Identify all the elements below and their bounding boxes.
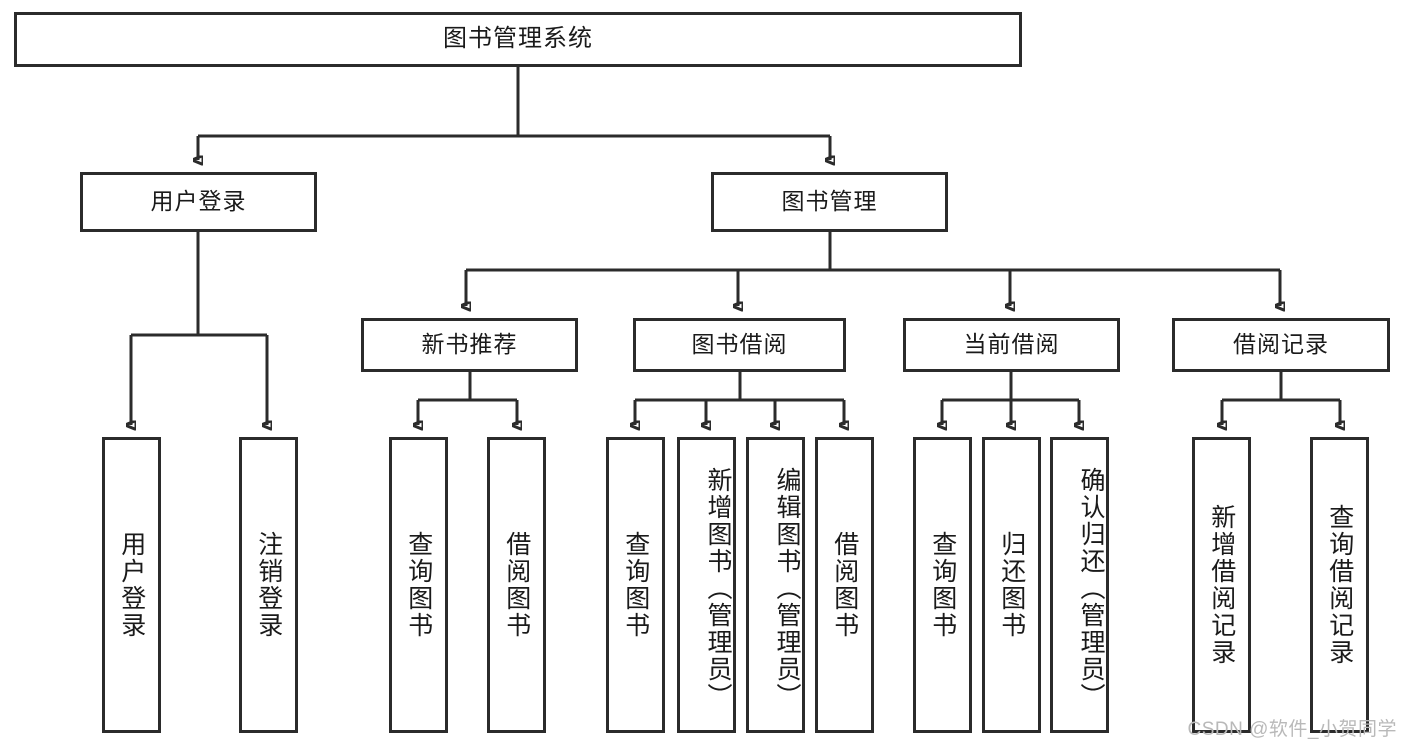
leaf-query-book-recommend[interactable]: 查询图书 [389,437,448,733]
node-label: 归还图书 [997,531,1026,639]
node-label: 注销登录 [254,531,283,639]
node-borrow-record[interactable]: 借阅记录 [1172,318,1390,372]
node-label: 图书借阅 [691,331,788,358]
leaf-query-book-borrow[interactable]: 查询图书 [606,437,665,733]
leaf-return-book[interactable]: 归还图书 [982,437,1041,733]
leaf-edit-book-admin[interactable]: 编辑图书（管理员） [746,437,805,733]
node-book-management[interactable]: 图书管理 [711,172,948,232]
leaf-borrow-book[interactable]: 借阅图书 [815,437,874,733]
node-new-book-recommend[interactable]: 新书推荐 [361,318,578,372]
leaf-user-login[interactable]: 用户登录 [102,437,161,733]
leaf-query-borrow-record[interactable]: 查询借阅记录 [1310,437,1369,733]
node-label: 新增借阅记录 [1207,504,1236,666]
leaf-user-logout[interactable]: 注销登录 [239,437,298,733]
node-label: 新增图书（管理员） [704,466,732,710]
node-label: 当前借阅 [963,331,1060,358]
node-label: 查询图书 [404,531,433,639]
node-label: 编辑图书（管理员） [773,466,801,710]
node-label: 借阅记录 [1233,331,1329,358]
watermark: CSDN @软件_小贺同学 [1187,719,1397,740]
node-label: 图书管理 [781,188,878,215]
node-label: 新书推荐 [421,331,518,358]
node-label: 借阅图书 [502,531,531,639]
leaf-borrow-book-recommend[interactable]: 借阅图书 [487,437,546,733]
leaf-add-borrow-record[interactable]: 新增借阅记录 [1192,437,1251,733]
node-book-borrow[interactable]: 图书借阅 [633,318,846,372]
node-label: 用户登录 [150,188,247,215]
node-label: 图书管理系统 [443,25,593,53]
node-label: 确认归还（管理员） [1077,466,1105,710]
node-label: 查询图书 [928,531,957,639]
leaf-query-book-current[interactable]: 查询图书 [913,437,972,733]
node-label: 查询借阅记录 [1325,504,1354,666]
node-user-login[interactable]: 用户登录 [80,172,317,232]
node-label: 用户登录 [117,531,146,639]
node-label: 借阅图书 [830,531,859,639]
node-label: 查询图书 [621,531,650,639]
leaf-add-book-admin[interactable]: 新增图书（管理员） [677,437,736,733]
node-current-borrow[interactable]: 当前借阅 [903,318,1120,372]
leaf-confirm-return-admin[interactable]: 确认归还（管理员） [1050,437,1109,733]
node-root-system[interactable]: 图书管理系统 [14,12,1022,67]
